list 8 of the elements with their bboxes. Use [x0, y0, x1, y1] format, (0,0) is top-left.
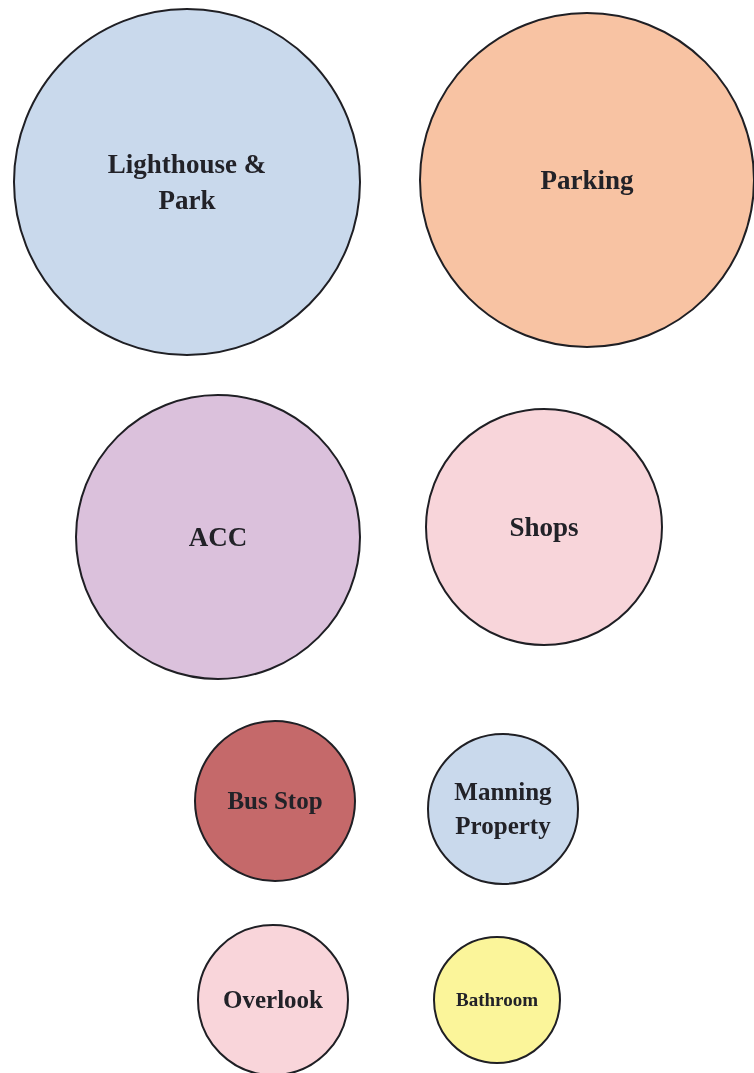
node-label: Bus Stop	[227, 786, 323, 817]
node-label: Manning Property	[453, 777, 553, 841]
node-label: ACC	[188, 520, 248, 554]
node-label: Parking	[540, 163, 634, 197]
node-label: Lighthouse & Park	[106, 147, 268, 217]
node-label: Shops	[509, 510, 579, 544]
node-label: Bathroom	[456, 988, 538, 1013]
node-label: Overlook	[223, 985, 323, 1016]
